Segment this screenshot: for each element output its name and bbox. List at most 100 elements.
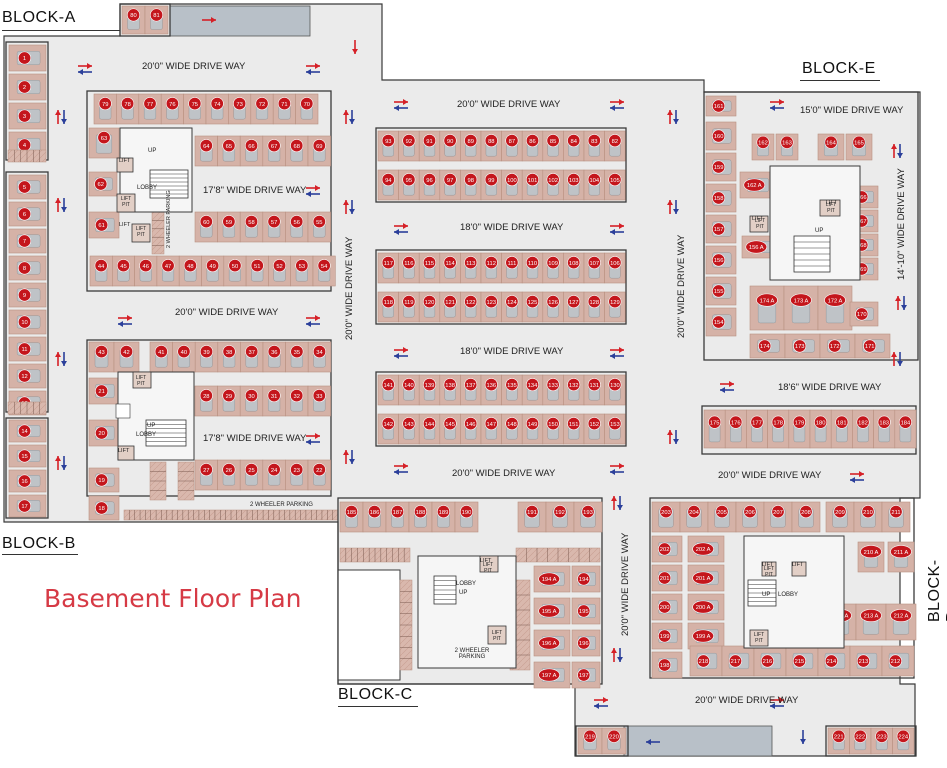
bay-badge (546, 173, 560, 187)
bay-badge (95, 218, 109, 232)
parking-bay: 136 (480, 374, 502, 406)
parking-bay: 217 (721, 645, 755, 677)
bay-badge (852, 135, 866, 149)
bay-number: 46 (143, 264, 149, 270)
bay-number: 160 (714, 134, 724, 140)
bay-badge (525, 295, 539, 309)
traffic-arrow-icon (55, 198, 61, 212)
traffic-arrow-icon (394, 353, 408, 359)
traffic-arrow-icon (306, 315, 320, 321)
bay-number: 151 (569, 422, 579, 428)
bay-badge (484, 256, 498, 270)
wall-outline (703, 91, 919, 361)
lift-label: LIFT (792, 562, 804, 568)
block-c-label: BLOCK-C (338, 686, 413, 703)
parking-bay: 10 (8, 309, 47, 335)
bay-number: 29 (226, 394, 232, 400)
parking-bay: 221 (827, 727, 850, 755)
bay-badge (863, 339, 877, 353)
parking-bay: 156 A (741, 235, 777, 259)
two-wheeler-strip (515, 547, 601, 563)
two-wheeler-label: 2 WHEELER PARKING (250, 502, 313, 508)
bay-badge (18, 315, 32, 329)
bay-number: 96 (426, 178, 432, 184)
bay-number: 203 (661, 510, 671, 516)
bay-badge (715, 505, 729, 519)
parking-bay: 7 (8, 228, 47, 254)
two-wheeler-strip (123, 509, 339, 521)
bay-number: 74 (214, 102, 221, 108)
parking-bay: 174 (749, 333, 786, 359)
parking-bay: 142 (377, 413, 399, 445)
traffic-arrow-icon (611, 648, 617, 662)
parking-bay: 5 (8, 174, 47, 200)
block-d-label: BLOCK-D (926, 559, 947, 622)
parking-bay: 15 (8, 444, 47, 468)
two-wheeler-strip (399, 579, 413, 671)
parking-bay: 11 (8, 336, 47, 362)
bay-number: 184 (901, 420, 911, 426)
bay-number: 126 (548, 300, 558, 306)
bay-number: 216 (763, 659, 773, 665)
bay-number: 210 (863, 510, 873, 516)
lift-box (487, 625, 507, 645)
bay-badge (402, 417, 416, 431)
bay-badge (860, 545, 882, 559)
bay-badge (436, 505, 450, 519)
traffic-arrow-icon (394, 99, 408, 105)
lobby-label-d: LOBBY (778, 592, 799, 598)
parking-bay: 187 (385, 501, 410, 533)
parking-bay: 6 (8, 201, 47, 227)
parking-bay: 110 (521, 252, 544, 284)
parking-bay: 208 (791, 501, 821, 533)
bay-number: 131 (589, 383, 599, 389)
parking-bay: 17 (8, 494, 47, 518)
parking-bay: 219 (577, 727, 603, 755)
bay-number: 93 (385, 139, 391, 145)
bay-badge (273, 259, 287, 273)
bay-badge (402, 378, 416, 392)
parking-bay: 91 (418, 130, 441, 162)
bay-number: 156 (714, 258, 724, 264)
parking-bay: 124 (501, 291, 523, 323)
bay-badge (295, 259, 309, 273)
bay-number: 175 (710, 420, 720, 426)
parking-bay: 131 (583, 374, 605, 406)
bay-number: 11 (22, 347, 28, 353)
bay-badge (546, 256, 560, 270)
bay-number: 176 (731, 420, 741, 426)
bay-badge (199, 463, 213, 477)
bay-number: 112 (487, 261, 496, 267)
parking-bay: 194 A (533, 565, 571, 593)
building-cores (115, 127, 861, 669)
bay-number: 154 (714, 320, 724, 326)
bay-number: 173 A (794, 298, 809, 304)
bay-badge (97, 131, 111, 145)
stair (433, 575, 457, 605)
bay-number: 15 (21, 454, 27, 460)
bay-badge (546, 134, 560, 148)
parking-bay: 197 (571, 661, 601, 689)
bay-badge (95, 384, 109, 398)
parking-bay: 41 (149, 341, 173, 373)
bay-number: 223 (877, 735, 887, 741)
parking-bay: 109 (542, 252, 564, 284)
bay-badge (290, 215, 304, 229)
parking-bay: 195 (571, 597, 601, 625)
bay-badge (587, 417, 601, 431)
bay-number: 197 A (542, 673, 557, 679)
bay-badge (95, 473, 109, 487)
bay-badge (18, 261, 32, 275)
parking-bay: 213 (849, 645, 883, 677)
bay-badge (835, 415, 849, 429)
bay-number: 202 A (696, 547, 711, 553)
bay-number: 9 (23, 293, 26, 299)
bay-badge (312, 389, 326, 403)
bay-number: 135 (507, 383, 517, 389)
parking-bay: 86 (521, 130, 544, 162)
bay-badge (608, 417, 622, 431)
parking-bay: 177 (746, 409, 768, 449)
parking-bay: 34 (307, 341, 332, 373)
traffic-arrow-icon (61, 110, 67, 124)
bay-number: 129 (610, 300, 620, 306)
